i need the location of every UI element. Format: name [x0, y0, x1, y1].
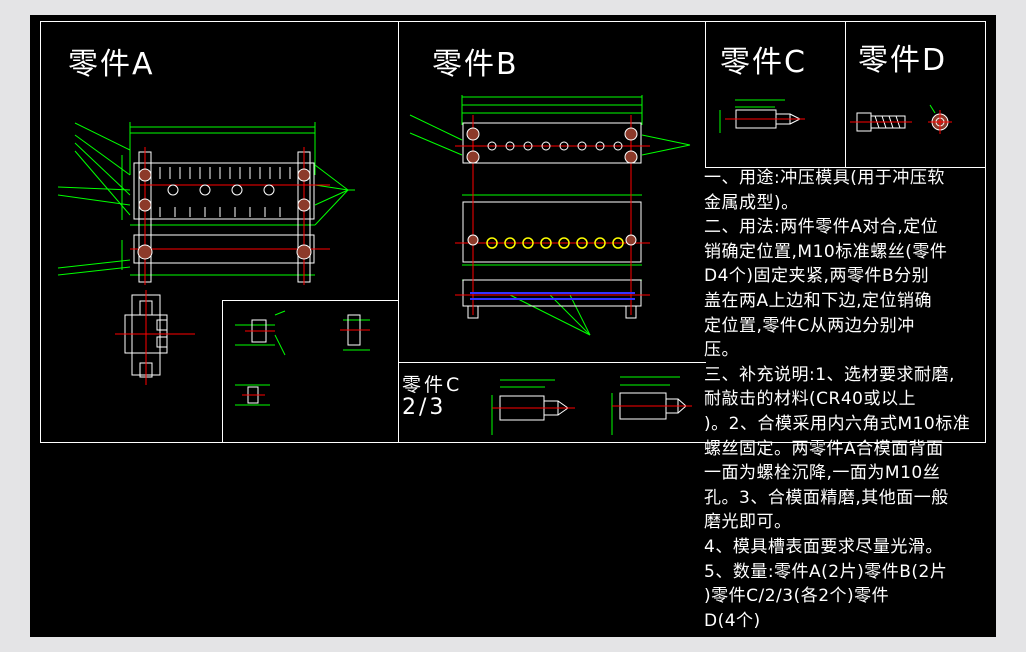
note-line: )零件C/2/3(各2个)零件: [704, 586, 890, 607]
note-line: 5、数量:零件A(2片)零件B(2片: [704, 561, 948, 582]
part-c-title: 零件C: [720, 45, 807, 80]
part-c-23-drawing: [491, 376, 692, 435]
note-line: 三、补充说明:1、选材要求耐磨,: [704, 364, 955, 385]
note-line: D4个)固定夹紧,两零件B分别: [704, 266, 930, 287]
drawing-svg: [40, 21, 986, 443]
note-line: 耐敲击的材料(CR40或以上: [704, 389, 916, 410]
note-line: 盖在两A上边和下边,定位销确: [704, 290, 933, 311]
note-line: 磨光即可。: [704, 512, 792, 533]
note-line: 一、用途:冲压模具(用于冲压软: [704, 168, 945, 188]
part-b-title: 零件B: [432, 47, 519, 82]
note-line: 孔。3、合模面精磨,其他面一般: [704, 487, 949, 508]
note-line: 4、模具槽表面要求尽量光滑。: [704, 536, 943, 557]
part-c-23-title-line1: 零件C: [402, 374, 463, 396]
note-line: )。2、合模采用内六角式M10标准: [704, 413, 971, 434]
part-c-23-title-line2: 2/3: [402, 395, 447, 420]
note-line: 二、用法:两件零件A对合,定位: [704, 217, 939, 238]
part-a-title: 零件A: [68, 47, 155, 82]
note-line: 定位置,零件C从两边分别冲: [704, 315, 915, 336]
part-b-drawing: [409, 95, 691, 336]
part-d-title: 零件D: [858, 43, 948, 78]
part-d-drawing: [850, 104, 952, 134]
part-c-drawing: [719, 99, 805, 133]
part-a-subviews: [235, 310, 370, 406]
note-line: 螺丝固定。两零件A合模面背面: [704, 438, 944, 459]
note-line: 一面为螺栓沉降,一面为M10丝: [704, 463, 941, 484]
part-a-drawing: [57, 122, 355, 385]
frame-lines: [40, 21, 986, 443]
note-line: 销确定位置,M10标准螺丝(零件: [704, 241, 948, 262]
note-line: D(4个): [704, 610, 761, 631]
technical-notes: 一、用途:冲压模具(用于冲压软 金属成型)。 二、用法:两件零件A对合,定位 销…: [704, 166, 996, 633]
cad-drawing-canvas[interactable]: 零件A 零件B 零件C 零件D 零件C 2/3 一、用途:冲压模具(用于冲压软 …: [30, 15, 996, 637]
note-line: 压。: [704, 340, 739, 361]
note-line: 金属成型)。: [704, 192, 799, 213]
